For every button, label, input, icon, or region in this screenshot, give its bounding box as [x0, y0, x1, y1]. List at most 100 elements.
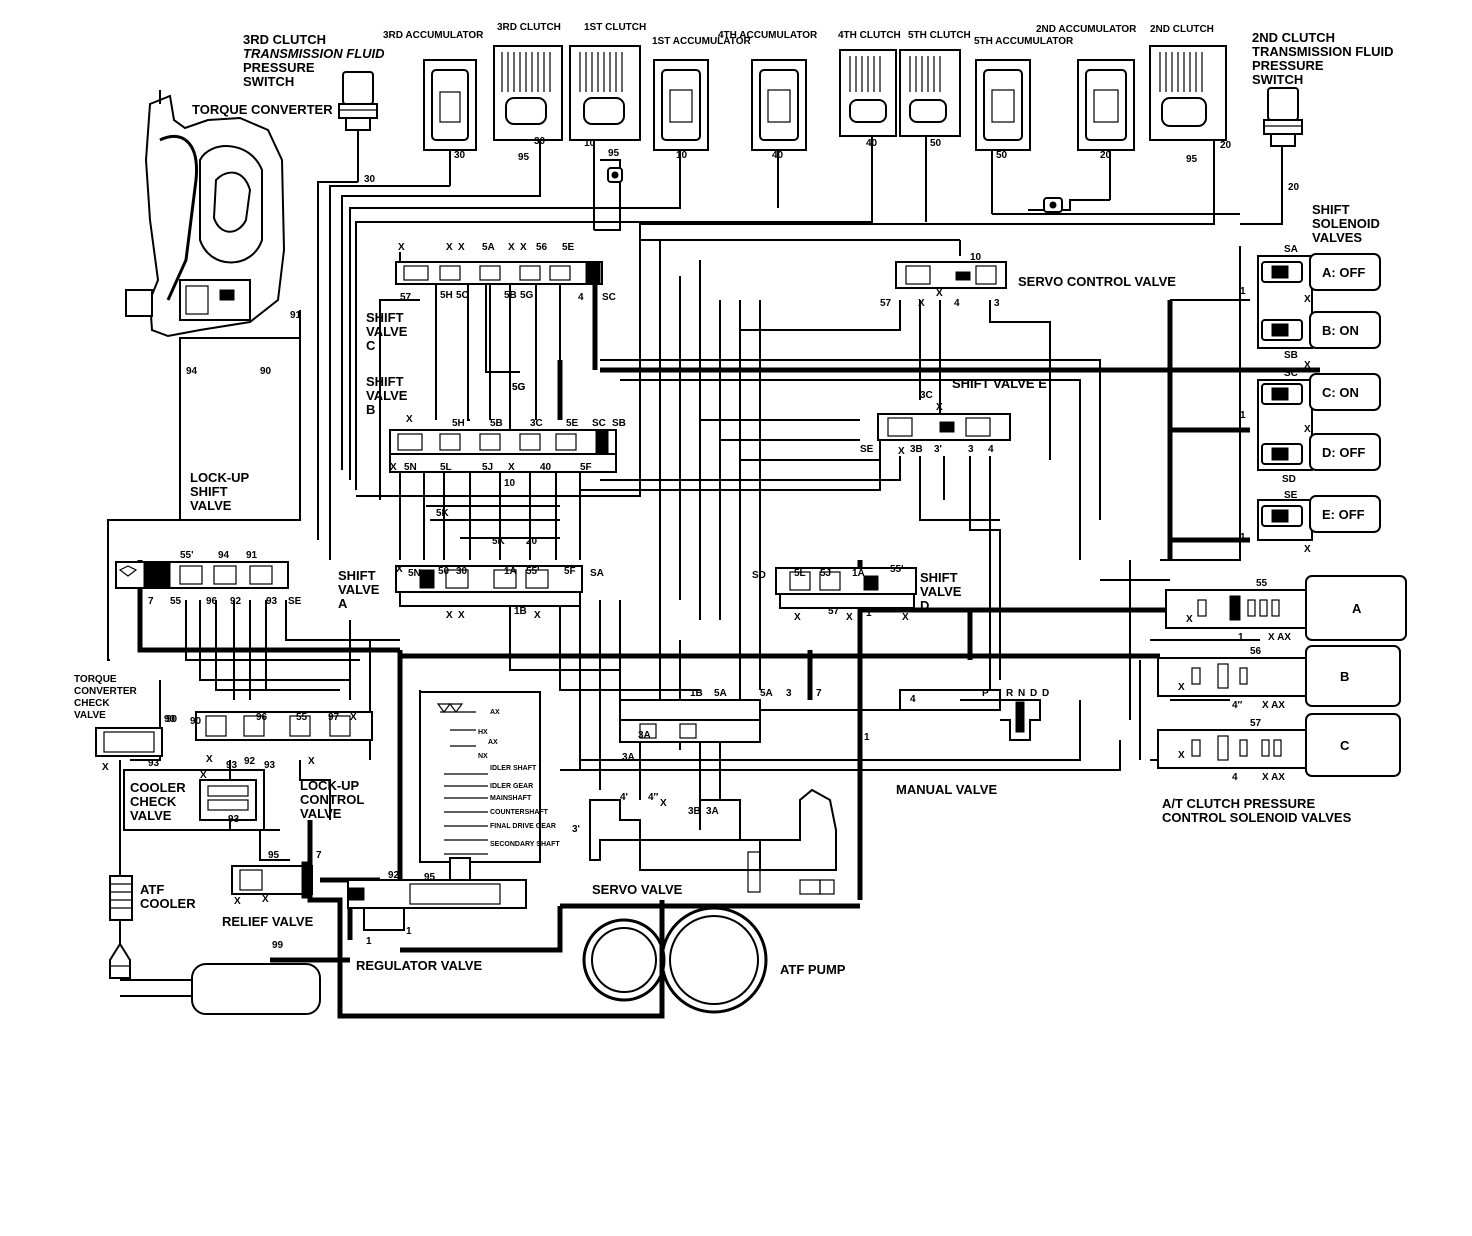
- svg-text:X: X: [1186, 614, 1193, 625]
- svg-text:X: X: [1304, 424, 1311, 435]
- svg-text:R: R: [1006, 688, 1014, 699]
- label-shift-valve-d-3: D: [920, 598, 929, 613]
- top-row-components: [423, 45, 1227, 230]
- hydraulic-lines-thin: [107, 159, 1283, 981]
- svg-text:95: 95: [424, 872, 436, 883]
- svg-text:HX: HX: [478, 729, 488, 736]
- svg-text:99: 99: [272, 940, 284, 951]
- label-relief-valve: RELIEF VALVE: [222, 914, 314, 929]
- svg-text:X: X: [446, 610, 453, 621]
- label-2nd-clutch-switch-4: SWITCH: [1252, 72, 1303, 87]
- svg-text:96: 96: [206, 596, 218, 607]
- svg-text:95: 95: [1186, 154, 1198, 165]
- svg-text:1: 1: [1240, 410, 1246, 421]
- label-shift-valve-c-3: C: [366, 338, 376, 353]
- solenoid-b-state: B: ON: [1322, 323, 1359, 338]
- manual-valve: P R N D D MANUAL VALVE: [619, 688, 1049, 797]
- svg-text:20: 20: [1220, 140, 1232, 151]
- 3rd-clutch: [493, 45, 563, 186]
- label-shift-valve-c-1: SHIFT: [366, 310, 404, 325]
- svg-text:X: X: [396, 564, 403, 575]
- svg-text:1B: 1B: [690, 688, 703, 699]
- label-lockup-control-3: VALVE: [300, 806, 342, 821]
- svg-text:55': 55': [180, 550, 194, 561]
- regulator-valve: AX HX AX NX IDLER SHAFT IDLER GEAR MAINS…: [347, 691, 560, 973]
- label-torque-converter: TORQUE CONVERTER: [192, 102, 333, 117]
- svg-text:AX: AX: [490, 709, 500, 716]
- label-3rd-clutch-switch-1: 3RD CLUTCH: [243, 32, 326, 47]
- svg-text:4: 4: [954, 298, 960, 309]
- label-2nd-clutch-switch-2: TRANSMISSION FLUID: [1252, 44, 1394, 59]
- svg-text:3B: 3B: [910, 444, 923, 455]
- svg-text:50: 50: [996, 150, 1008, 161]
- label-4th-clutch: 4TH CLUTCH: [838, 30, 901, 41]
- svg-text:3: 3: [968, 444, 974, 455]
- svg-text:IDLER SHAFT: IDLER SHAFT: [490, 765, 537, 772]
- pressure-solenoid-b-id: B: [1340, 669, 1349, 684]
- lockup-shift-valve-block: LOCK-UP SHIFT VALVE: [179, 337, 301, 521]
- svg-text:30: 30: [364, 174, 376, 185]
- label-shift-valve-d-2: VALVE: [920, 584, 962, 599]
- lockup-control-valve: LOCK-UP CONTROL VALVE: [195, 711, 373, 821]
- shift-solenoid-valves: SHIFT SOLENOID VALVES A: OFF B: ON C: ON…: [1240, 202, 1381, 555]
- svg-text:55: 55: [1256, 578, 1268, 589]
- solenoid-a-state: A: OFF: [1322, 265, 1365, 280]
- label-servo-valve: SERVO VALVE: [592, 882, 683, 897]
- svg-text:93: 93: [228, 814, 240, 825]
- label-shift-valve-a-3: A: [338, 596, 348, 611]
- 1st-clutch: [569, 45, 641, 230]
- svg-text:1: 1: [1240, 286, 1246, 297]
- svg-text:X: X: [902, 612, 909, 623]
- svg-text:55: 55: [296, 712, 308, 723]
- svg-text:5A: 5A: [482, 242, 495, 253]
- svg-text:X: X: [1304, 360, 1311, 371]
- svg-text:5C: 5C: [456, 290, 469, 301]
- svg-text:4: 4: [988, 444, 994, 455]
- svg-text:1B: 1B: [514, 606, 527, 617]
- svg-text:3: 3: [994, 298, 1000, 309]
- svg-text:D: D: [1030, 688, 1037, 699]
- label-lockup-control-2: CONTROL: [300, 792, 364, 807]
- pressure-solenoid-a: A 55 1 X AX: [1165, 575, 1407, 643]
- svg-text:97: 97: [328, 712, 340, 723]
- 4th-clutch: [839, 49, 897, 186]
- atf-cooler: ATF COOLER: [109, 875, 196, 979]
- svg-text:X AX: X AX: [1262, 700, 1285, 711]
- svg-text:X: X: [206, 754, 213, 765]
- pressure-solenoid-c: C 57 4 X AX: [1157, 713, 1401, 783]
- svg-text:3C: 3C: [920, 390, 933, 401]
- pressure-solenoid-c-id: C: [1340, 738, 1350, 753]
- svg-text:SB: SB: [1284, 350, 1298, 361]
- svg-text:X: X: [390, 462, 397, 473]
- svg-text:1A: 1A: [852, 568, 865, 579]
- solenoid-e-state: E: OFF: [1322, 507, 1365, 522]
- label-atf-cooler-2: COOLER: [140, 896, 196, 911]
- svg-text:SD: SD: [752, 570, 766, 581]
- label-at-clutch-pressure-2: CONTROL SOLENOID VALVES: [1162, 810, 1352, 825]
- relief-valve: RELIEF VALVE: [222, 861, 314, 929]
- svg-text:X: X: [458, 242, 465, 253]
- label-shift-valve-b-3: B: [366, 402, 375, 417]
- svg-text:5B: 5B: [504, 290, 517, 301]
- svg-text:SB: SB: [612, 418, 626, 429]
- svg-text:20: 20: [1100, 150, 1112, 161]
- svg-text:5L: 5L: [440, 462, 452, 473]
- svg-text:92: 92: [388, 870, 400, 881]
- svg-text:30: 30: [456, 566, 468, 577]
- svg-text:4″: 4″: [1232, 700, 1243, 711]
- svg-text:93: 93: [226, 760, 238, 771]
- svg-text:10: 10: [970, 252, 982, 263]
- svg-text:SC: SC: [1284, 368, 1298, 379]
- label-shift-valve-b-2: VALVE: [366, 388, 408, 403]
- svg-text:1A: 1A: [504, 566, 517, 577]
- svg-text:SC: SC: [602, 292, 616, 303]
- svg-text:10: 10: [676, 150, 688, 161]
- svg-text:56: 56: [1250, 646, 1262, 657]
- svg-text:93: 93: [266, 596, 278, 607]
- svg-text:5E: 5E: [566, 418, 579, 429]
- svg-text:X: X: [446, 242, 453, 253]
- svg-text:55: 55: [170, 596, 182, 607]
- shift-valve-a: SHIFT VALVE A: [338, 565, 583, 611]
- check-balls: [607, 167, 1063, 213]
